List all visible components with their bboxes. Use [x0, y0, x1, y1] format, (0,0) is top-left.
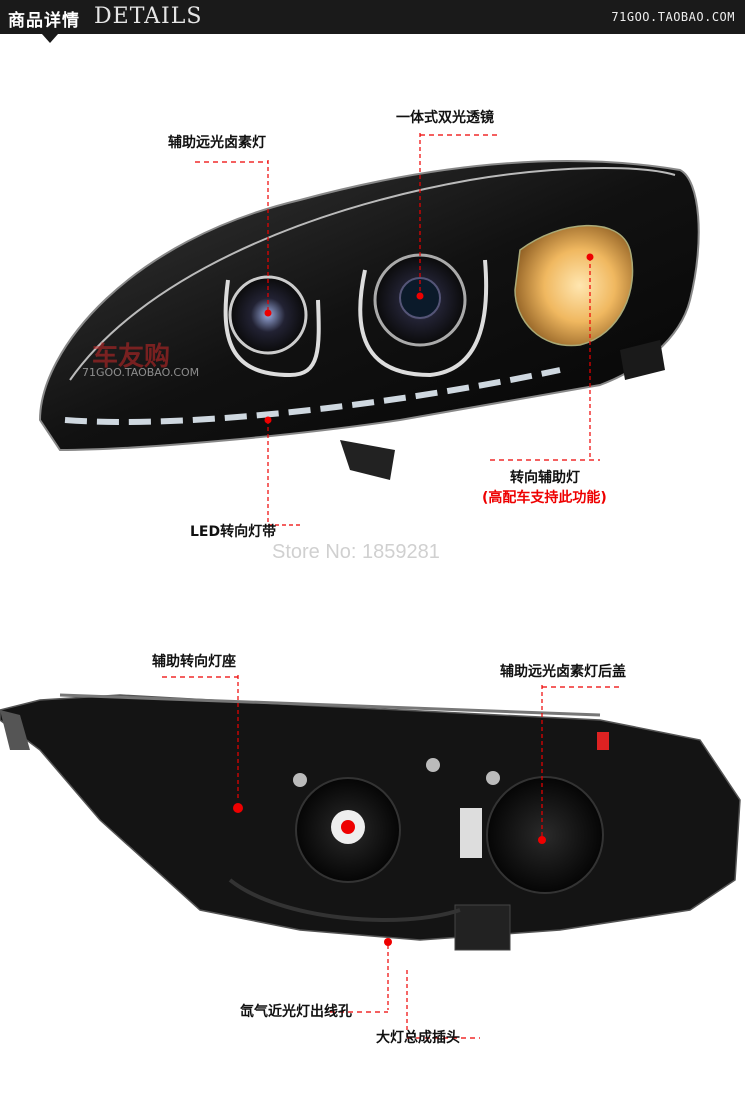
- label-main-plug: 大灯总成插头: [376, 1030, 460, 1046]
- label-xenon-hole: 氙气近光灯出线孔: [240, 1004, 352, 1020]
- watermark-brand: 车友购: [92, 342, 171, 372]
- store-number: Store No: 1859281: [272, 541, 440, 563]
- rear-leader-lines: [162, 675, 620, 1039]
- label-turn-aux: 转向辅助灯: [510, 470, 580, 486]
- front-headlight-image: [38, 160, 700, 480]
- header-bar: 商品详情 DETAILS 71GOO.TAOBAO.COM: [0, 0, 745, 34]
- label-halogen-cover: 辅助远光卤素灯后盖: [500, 664, 626, 680]
- header-site: 71GOO.TAOBAO.COM: [611, 10, 735, 24]
- header-notch: [42, 34, 58, 43]
- header-title: 商品详情: [8, 11, 80, 31]
- label-led-strip: LED转向灯带: [190, 524, 277, 540]
- watermark-site: 71GOO.TAOBAO.COM: [82, 366, 200, 379]
- label-high-config-note: (高配车支持此功能): [482, 490, 607, 506]
- label-aux-halogen: 辅助远光卤素灯: [168, 135, 266, 151]
- label-bi-xenon-lens: 一体式双光透镜: [396, 110, 494, 126]
- label-turn-socket: 辅助转向灯座: [152, 654, 236, 670]
- header-title-en: DETAILS: [94, 4, 203, 29]
- front-leader-lines: [195, 133, 600, 526]
- rear-headlight-image: [0, 693, 741, 951]
